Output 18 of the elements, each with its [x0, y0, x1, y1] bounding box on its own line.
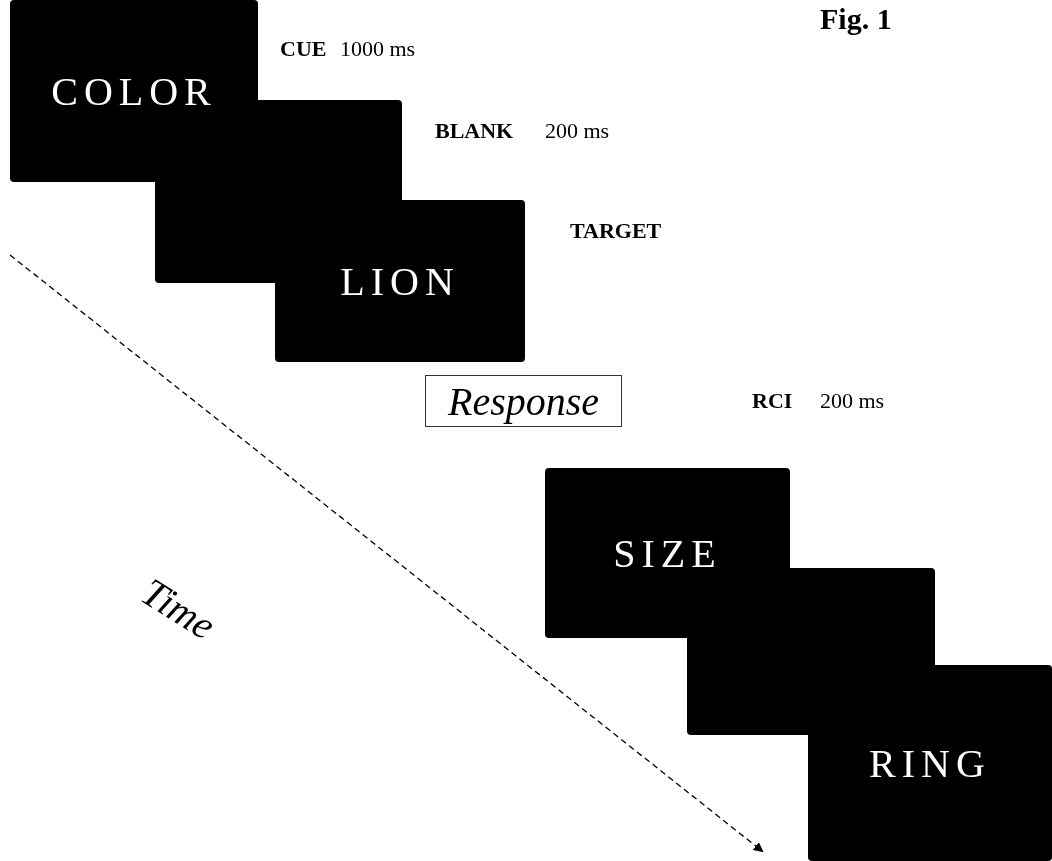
phase-label: CUE [280, 36, 327, 62]
duration-label: 200 ms [545, 118, 610, 144]
stimulus-word: SIZE [613, 529, 722, 577]
stimulus-word: RING [869, 739, 991, 787]
response-box [425, 375, 622, 427]
phase-label: BLANK [435, 118, 514, 144]
display-screen [808, 665, 1052, 861]
stimulus-word: LION [340, 257, 460, 305]
display-screen [10, 0, 258, 182]
duration-label: 1000 ms [340, 36, 416, 62]
stimulus-word: COLOR [51, 67, 217, 115]
duration-label: 200 ms [820, 388, 885, 414]
display-screen [545, 468, 790, 638]
phase-label: RCI [752, 388, 793, 414]
figure-title: Fig. 1 [820, 2, 892, 36]
phase-label: TARGET [570, 218, 662, 244]
axis-label: Time [133, 568, 224, 650]
response-word: Response [447, 377, 600, 425]
